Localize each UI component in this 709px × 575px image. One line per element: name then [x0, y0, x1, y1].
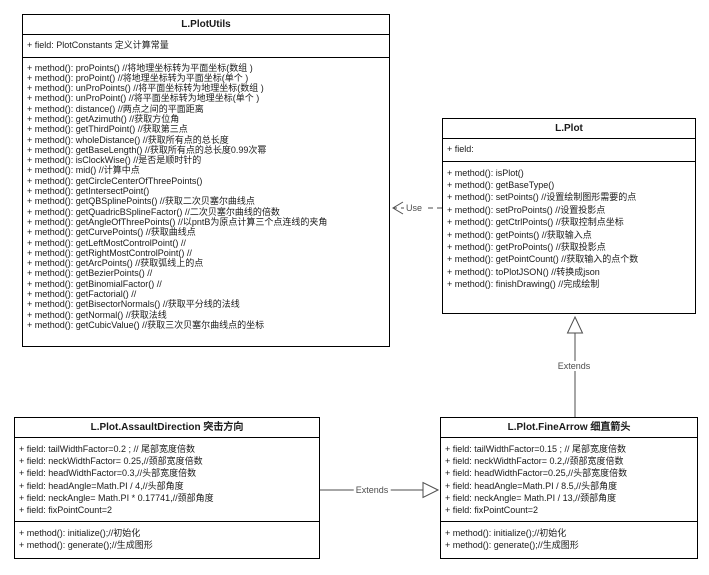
method-row: + method(): isClockWise() //是否是顺时针的	[27, 155, 202, 166]
method-row: + method(): setPoints() //设置绘制图形需要的点	[447, 192, 637, 203]
method-row: + method(): isPlot()	[447, 167, 524, 178]
plotutils-fields-section: + field: PlotConstants 定义计算常量	[23, 35, 389, 58]
class-title-fine-arrow: L.Plot.FineArrow 细直箭头	[441, 418, 697, 438]
method-row: + method(): getBezierPoints() //	[27, 268, 153, 279]
method-row: + method(): getBisectorNormals() //获取平分线…	[27, 299, 240, 310]
uml-class-fine-arrow: L.Plot.FineArrow 细直箭头 + field: tailWidth…	[440, 417, 698, 559]
method-row: + method(): generate();//生成图形	[445, 540, 579, 551]
open-arrowhead-icon	[392, 201, 404, 215]
method-row: + method(): initialize();//初始化	[445, 528, 567, 539]
class-title-plot: L.Plot	[443, 119, 695, 139]
method-row: + method(): toPlotJSON() //转换成json	[447, 266, 600, 277]
method-row: + method(): getLeftMostControlPoint() //	[27, 237, 186, 248]
method-row: + method(): generate();//生成图形	[19, 540, 153, 551]
method-row: + method(): getAngleOfThreePoints() //以p…	[27, 216, 328, 227]
method-row: + method(): unProPoints() //将平面坐标转为地理坐标(…	[27, 83, 264, 94]
plotutils-methods-section: + method(): proPoints() //将地理坐标转为平面坐标(数组…	[23, 58, 389, 347]
field-row: + field: neckWidthFactor= 0.2,//颈部宽度倍数	[445, 456, 624, 467]
uml-class-plot: L.Plot + field: + method(): isPlot()+ me…	[442, 118, 696, 314]
plot-methods-section: + method(): isPlot()+ method(): getBaseT…	[443, 162, 695, 314]
method-row: + method(): mid() //计算中点	[27, 165, 140, 176]
field-row: + field: headAngle=Math.PI / 4,//头部角度	[19, 480, 184, 491]
class-title-plotutils: L.PlotUtils	[23, 15, 389, 35]
method-row: + method(): getProPoints() //获取投影点	[447, 241, 606, 252]
method-row: + method(): getCtrlPoints() //获取控制点坐标	[447, 217, 624, 228]
method-row: + method(): setProPoints() //设置投影点	[447, 204, 606, 215]
method-row: + method(): getPointCount() //获取输入的点个数	[447, 254, 639, 265]
method-row: + method(): unProPoint() //将平面坐标转为地理坐标(单…	[27, 93, 260, 104]
method-row: + method(): getCircleCenterOfThreePoints…	[27, 175, 203, 186]
field-row: + field: headAngle=Math.PI / 8.5,//头部角度	[445, 480, 618, 491]
uml-class-plotutils: L.PlotUtils + field: PlotConstants 定义计算常…	[22, 14, 390, 347]
uml-class-assault-direction: L.Plot.AssaultDirection 突击方向 + field: ta…	[14, 417, 320, 559]
field-row: + field:	[447, 144, 474, 154]
hollow-triangle-icon	[566, 315, 584, 334]
finearrow-methods-section: + method(): initialize();//初始化+ method()…	[441, 522, 697, 558]
method-row: + method(): getCurvePoints() //获取曲线点	[27, 227, 196, 238]
field-row: + field: neckAngle= Math.PI * 0.17741,//…	[19, 492, 214, 503]
method-row: + method(): getCubicValue() //获取三次贝塞尔曲线点…	[27, 319, 265, 330]
field-row: + field: headWidthFactor=0.25,//头部宽度倍数	[445, 468, 628, 479]
field-row: + field: headWidthFactor=0.3,//头部宽度倍数	[19, 468, 197, 479]
field-row: + field: neckAngle= Math.PI / 13,//颈部角度	[445, 492, 617, 503]
hollow-triangle-icon	[422, 481, 440, 499]
method-row: + method(): getFactorial() //	[27, 289, 137, 300]
method-row: + method(): getQBSplinePoints() //获取二次贝塞…	[27, 196, 255, 207]
method-row: + method(): getNormal() //获取法线	[27, 309, 167, 320]
method-row: + method(): wholeDistance() //获取所有点的总长度	[27, 134, 229, 145]
field-row: + field: tailWidthFactor=0.15 ; // 尾部宽度倍…	[445, 444, 627, 454]
method-row: + method(): getQuadricBSplineFactor() //…	[27, 206, 280, 217]
field-row: + field: PlotConstants 定义计算常量	[27, 40, 169, 50]
finearrow-fields-section: + field: tailWidthFactor=0.15 ; // 尾部宽度倍…	[441, 438, 697, 523]
class-title-assault-direction: L.Plot.AssaultDirection 突击方向	[15, 418, 319, 438]
method-row: + method(): distance() //两点之间的平面距离	[27, 103, 204, 114]
method-row: + method(): proPoint() //将地理坐标转为平面坐标(单个 …	[27, 72, 249, 83]
method-row: + method(): initialize();//初始化	[19, 528, 141, 539]
assault-fields-section: + field: tailWidthFactor=0.2 ; // 尾部宽度倍数…	[15, 438, 319, 523]
field-row: + field: fixPointCount=2	[19, 505, 113, 516]
field-row: + field: tailWidthFactor=0.2 ; // 尾部宽度倍数	[19, 444, 196, 454]
method-row: + method(): getPoints() //获取输入点	[447, 229, 592, 240]
method-row: + method(): getThirdPoint() //获取第三点	[27, 124, 188, 135]
method-row: + method(): finishDrawing() //完成绘制	[447, 279, 600, 290]
method-row: + method(): getBaseLength() //获取所有点的总长度0…	[27, 144, 267, 155]
method-row: + method(): getAzimuth() //获取方位角	[27, 113, 180, 124]
extends-finearrow-label: Extends	[353, 485, 391, 495]
method-row: + method(): getBaseType()	[447, 179, 555, 190]
assault-methods-section: + method(): initialize();//初始化+ method()…	[15, 522, 319, 558]
method-row: + method(): getArcPoints() //获取弧线上的点	[27, 258, 204, 269]
use-connector-label: Use	[403, 203, 425, 213]
method-row: + method(): getRightMostControlPoint() /…	[27, 247, 192, 258]
plot-fields-section: + field:	[443, 139, 695, 162]
method-row: + method(): getIntersectPoint()	[27, 186, 150, 197]
method-row: + method(): getBinomialFactor() //	[27, 278, 162, 289]
field-row: + field: fixPointCount=2	[445, 505, 539, 516]
field-row: + field: neckWidthFactor= 0.25,//颈部宽度倍数	[19, 456, 203, 467]
extends-plot-label: Extends	[555, 361, 593, 371]
method-row: + method(): proPoints() //将地理坐标转为平面坐标(数组…	[27, 62, 253, 73]
